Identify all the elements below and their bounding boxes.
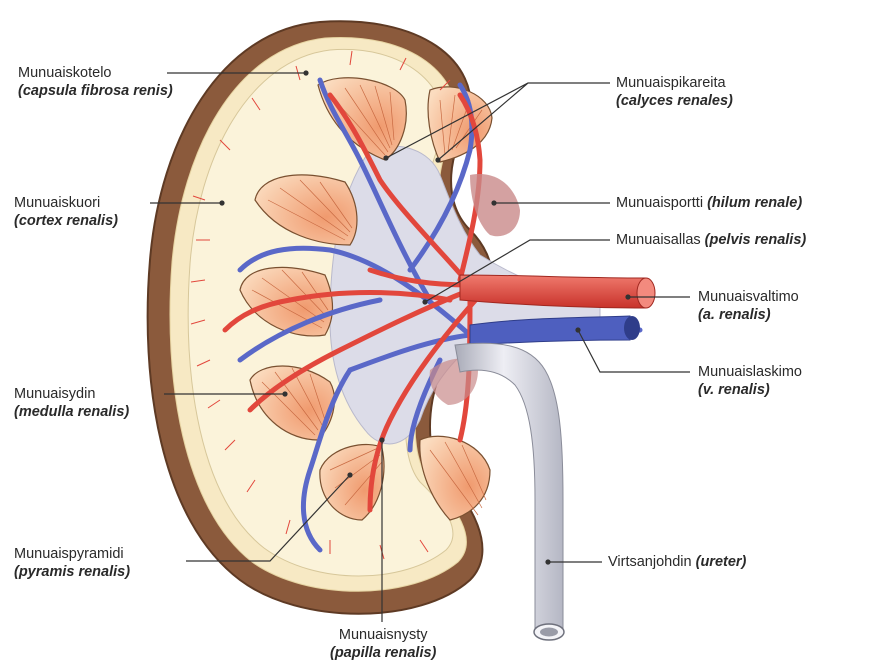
- label-pyramid: Munuaispyramidi (pyramis renalis): [14, 545, 130, 581]
- label-calyces: Munuaispikareita (calyces renales): [616, 74, 733, 110]
- label-pyramid-name: Munuaispyramidi: [14, 545, 130, 563]
- label-papilla-name: Munuaisnysty: [330, 626, 436, 644]
- label-pelvis-latin: (pelvis renalis): [705, 232, 807, 248]
- label-hilum: Munuaisportti (hilum renale): [616, 194, 802, 212]
- label-medulla-latin: (medulla renalis): [14, 403, 129, 421]
- label-pelvis: Munuaisallas (pelvis renalis): [616, 231, 806, 249]
- label-ureter-name: Virtsanjohdin: [608, 554, 692, 570]
- label-ureter: Virtsanjohdin (ureter): [608, 553, 746, 571]
- label-pyramid-latin: (pyramis renalis): [14, 563, 130, 581]
- renal-vein-opening: [624, 316, 640, 340]
- label-cortex-latin: (cortex renalis): [14, 212, 118, 230]
- label-papilla-latin: (papilla renalis): [330, 644, 436, 662]
- label-vein-name: Munuaislaskimo: [698, 363, 802, 381]
- label-cortex-name: Munuaiskuori: [14, 194, 118, 212]
- label-papilla: Munuaisnysty (papilla renalis): [330, 626, 436, 662]
- label-vein-latin: (v. renalis): [698, 381, 802, 399]
- label-calyces-name: Munuaispikareita: [616, 74, 733, 92]
- label-capsule: Munuaiskotelo (capsula fibrosa renis): [18, 64, 173, 100]
- label-pelvis-name: Munuaisallas: [616, 232, 701, 248]
- label-medulla-name: Munuaisydin: [14, 385, 129, 403]
- label-calyces-latin: (calyces renales): [616, 92, 733, 110]
- label-capsule-latin: (capsula fibrosa renis): [18, 82, 173, 100]
- label-artery: Munuaisvaltimo (a. renalis): [698, 288, 799, 324]
- ureter-lumen: [540, 628, 558, 637]
- label-hilum-latin: (hilum renale): [707, 195, 802, 211]
- renal-artery-opening: [637, 278, 655, 308]
- label-hilum-name: Munuaisportti: [616, 195, 703, 211]
- label-cortex: Munuaiskuori (cortex renalis): [14, 194, 118, 230]
- label-capsule-name: Munuaiskotelo: [18, 64, 173, 82]
- label-vein: Munuaislaskimo (v. renalis): [698, 363, 802, 399]
- label-medulla: Munuaisydin (medulla renalis): [14, 385, 129, 421]
- label-artery-name: Munuaisvaltimo: [698, 288, 799, 306]
- label-ureter-latin: (ureter): [696, 554, 747, 570]
- label-artery-latin: (a. renalis): [698, 306, 799, 324]
